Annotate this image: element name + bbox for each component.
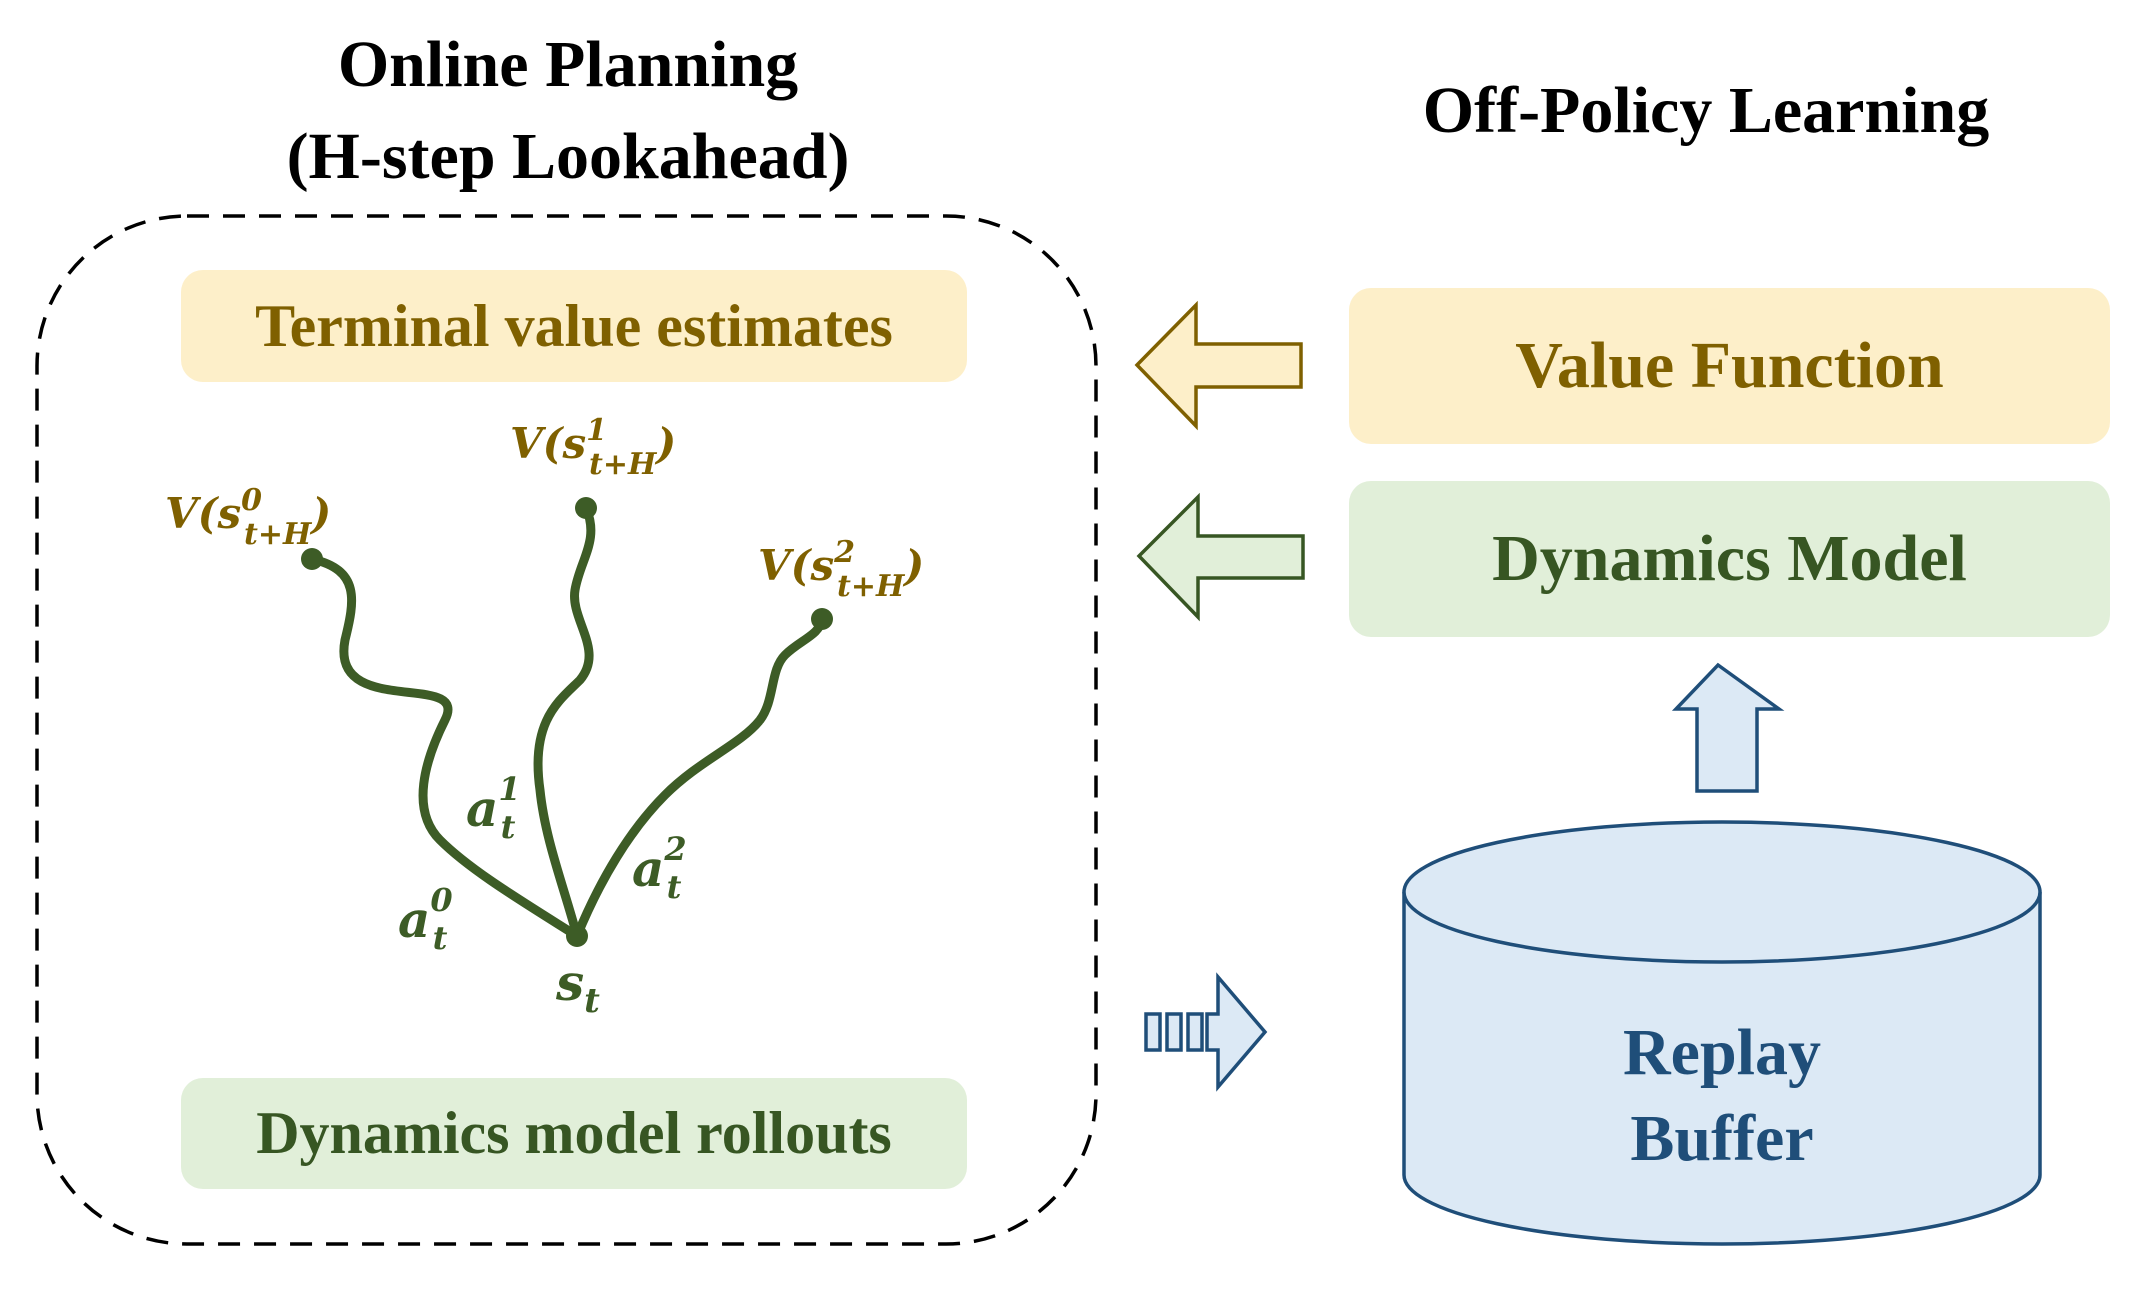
root-state-node bbox=[566, 925, 588, 947]
off-policy-learning-title: Off-Policy Learning bbox=[1422, 74, 1990, 147]
terminal-state-node-1 bbox=[575, 497, 597, 519]
buffer-to-model-arrow-icon bbox=[1671, 662, 1785, 793]
dynamics-model-box: Dynamics Model bbox=[1349, 481, 2110, 637]
replay-buffer-label: Replay Buffer bbox=[1472, 1010, 1972, 1182]
root-state-label: st bbox=[555, 953, 600, 1021]
replay-buffer-label-line2: Buffer bbox=[1630, 1101, 1814, 1175]
cylinder-top bbox=[1402, 820, 2042, 964]
trajectory-tree bbox=[307, 503, 827, 941]
value-function-box: Value Function bbox=[1349, 288, 2110, 444]
dynamics-model-rollouts-label: Dynamics model rollouts bbox=[256, 1100, 892, 1166]
trajectory-branch-1 bbox=[533, 503, 596, 941]
replay-buffer-label-line1: Replay bbox=[1623, 1016, 1821, 1089]
experience-to-buffer-arrow-icon bbox=[1144, 972, 1268, 1092]
arrow-head bbox=[1205, 972, 1268, 1092]
dynamics-model-rollouts-box: Dynamics model rollouts bbox=[181, 1078, 967, 1189]
dynamics-model-label: Dynamics Model bbox=[1492, 522, 1967, 595]
value-function-arrow-icon bbox=[1134, 300, 1303, 431]
value-function-label: Value Function bbox=[1515, 329, 1944, 402]
online-planning-title-line2: (H-step Lookahead) bbox=[286, 120, 850, 193]
cylinder-body bbox=[1402, 892, 2042, 1246]
trajectory-branch-0 bbox=[307, 554, 582, 941]
terminal-value-estimates-box: Terminal value estimates bbox=[181, 270, 967, 382]
online-planning-title-line1: Online Planning bbox=[337, 28, 799, 101]
planning-container-border bbox=[35, 214, 1098, 1246]
terminal-state-node-0 bbox=[301, 548, 323, 570]
trajectory-branch-2 bbox=[572, 614, 827, 941]
arrow-tail-segment-1 bbox=[1144, 1012, 1162, 1052]
terminal-state-node-2 bbox=[811, 608, 833, 630]
dynamics-model-arrow-icon bbox=[1136, 492, 1305, 622]
replay-buffer-cylinder bbox=[1402, 820, 2042, 1246]
online-planning-title: Online Planning (H-step Lookahead) bbox=[218, 32, 918, 190]
terminal-value-estimates-label: Terminal value estimates bbox=[255, 292, 893, 359]
arrow-tail-segment-2 bbox=[1165, 1012, 1183, 1052]
arrow-tail-segment-3 bbox=[1186, 1012, 1204, 1052]
